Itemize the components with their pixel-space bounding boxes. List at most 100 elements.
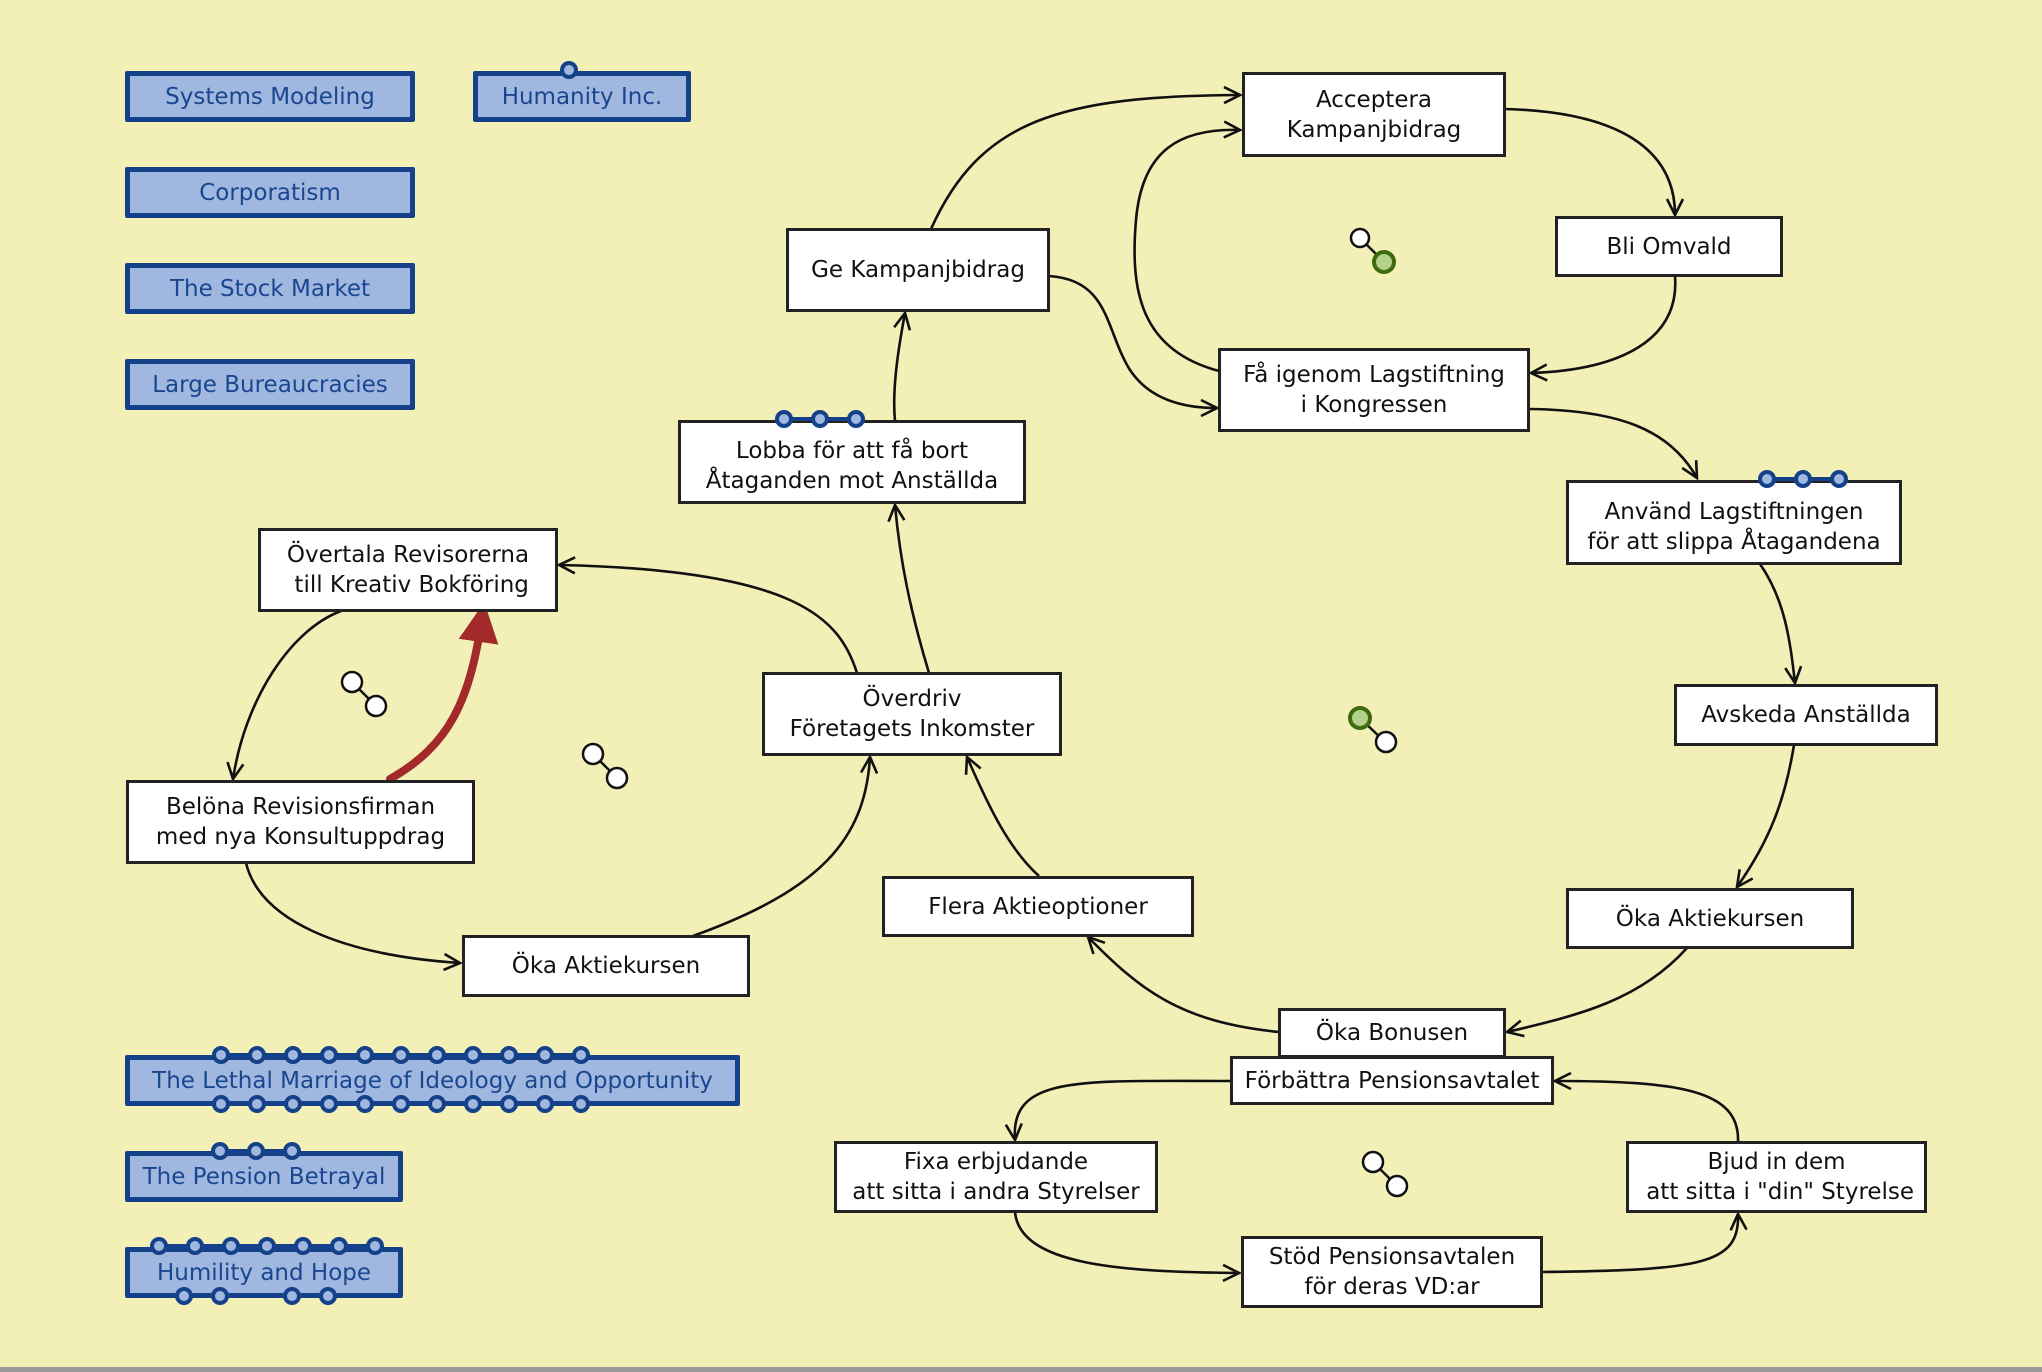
tag-humility-hope-top-dot [294,1237,312,1255]
tag-lethal-marriage-bottom-dot [500,1095,518,1113]
loop-marker-bottom[interactable] [1361,1150,1409,1198]
node-oka-aktiekursen-left[interactable]: Öka Aktiekursen [462,935,750,997]
node-lobba[interactable]: Lobba för att få bort Åtaganden mot Anst… [678,420,1026,504]
node-lobba-top-dot [811,410,829,428]
tag-stock-market[interactable]: The Stock Market [125,263,415,314]
link-bjud-to-forbattra[interactable] [1555,1081,1740,1143]
loop-marker-left-lower[interactable] [581,742,629,790]
node-acceptera-kampanjbidrag[interactable]: Acceptera Kampanjbidrag [1242,72,1506,157]
link-flera-to-overdriv[interactable] [967,757,1040,877]
node-fa-igenom-lagstiftning[interactable]: Få igenom Lagstiftning i Kongressen [1218,348,1530,432]
loop-marker-left-upper[interactable] [340,670,388,718]
tag-humility-hope-top-dot [186,1237,204,1255]
tag-pension-betrayal[interactable]: The Pension Betrayal [125,1151,403,1202]
tag-large-bureaucracies[interactable]: Large Bureaucracies [125,359,415,410]
node-belona-revisionsfirman[interactable]: Belöna Revisionsfirman med nya Konsultup… [126,780,475,864]
tag-lethal-marriage-bottom-dot [284,1095,302,1113]
link-bli-omvald-to-fa-igenom[interactable] [1531,275,1677,373]
node-label: Förbättra Pensionsavtalet [1244,1067,1540,1094]
node-label: Stöd Pensionsavtalen för deras VD:ar [1268,1244,1516,1300]
node-label: Acceptera Kampanjbidrag [1286,86,1462,143]
tag-humility-hope-bottom-b-dot [319,1287,337,1305]
tag-humility-hope-bottom-b-dot [283,1287,301,1305]
node-label: Bli Omvald [1606,233,1732,260]
tag-lethal-marriage-top-dot [536,1046,554,1064]
link-oka-aktie-left-to-overdriv[interactable] [692,757,870,938]
tag-lethal-marriage-top-dot [320,1046,338,1064]
link-oka-aktie-right-to-oka-bonusen[interactable] [1507,947,1688,1032]
link-fa-igenom-to-acceptera[interactable] [1133,130,1240,373]
tag-lethal-marriage-top-dot [428,1046,446,1064]
tag-systems-modeling[interactable]: Systems Modeling [125,71,415,122]
node-lobba-top-dot [847,410,865,428]
node-label: Ge Kampanjbidrag [811,257,1025,283]
link-lobba-to-ge-kampanj[interactable] [892,313,905,422]
tag-lethal-marriage-top-dot [356,1046,374,1064]
tag-humility-hope-top-dot [366,1237,384,1255]
link-ge-kampanj-to-acceptera[interactable] [929,95,1240,230]
node-label: Övertala Revisorerna till Kreativ Bokför… [286,542,530,598]
tag-lethal-marriage-top-dot [464,1046,482,1064]
tag-humility-hope-top-dot [150,1237,168,1255]
node-label: Öka Bonusen [1315,1020,1469,1046]
tag-lethal-marriage-bottom-dot [572,1095,590,1113]
node-anvand-top-dot [1830,470,1848,488]
tag-lethal-marriage-bottom-dot [248,1095,266,1113]
node-oka-bonusen[interactable]: Öka Bonusen [1278,1008,1506,1058]
node-oka-aktiekursen-right[interactable]: Öka Aktiekursen [1566,888,1854,949]
node-anvand-lagstiftningen[interactable]: Använd Lagstiftningen för att slippa Åta… [1566,480,1902,565]
node-label: Använd Lagstiftningen för att slippa Åta… [1587,498,1881,555]
tag-lethal-marriage-bottom-dot [464,1095,482,1113]
node-overdriv-inkomster[interactable]: Överdriv Företagets Inkomster [762,672,1062,756]
link-belona-to-oka-aktie-left[interactable] [244,862,460,963]
node-label: Bjud in dem att sitta i "din" Styrelse [1646,1149,1915,1205]
link-anvand-to-avskeda[interactable] [1758,563,1795,683]
tag-humanity-inc[interactable]: Humanity Inc. [473,71,691,122]
tag-lethal-marriage-top-dot [248,1046,266,1064]
tag-humility-hope-bottom-a-dot [175,1287,193,1305]
tag-humility-hope[interactable]: Humility and Hope [125,1247,403,1298]
link-oka-bonusen-to-flera[interactable] [1088,937,1280,1034]
link-avskeda-to-oka-aktie-right[interactable] [1737,744,1796,887]
link-belona-to-overtala-highlighted[interactable] [386,602,499,783]
tag-humility-hope-top-dot [330,1237,348,1255]
tag-humanity-inc-top-dot [560,61,578,79]
node-label: Lobba för att få bort Åtaganden mot Anst… [705,438,999,494]
tag-corporatism[interactable]: Corporatism [125,167,415,218]
loop-marker-right-center[interactable] [1348,706,1398,754]
node-label: Få igenom Lagstiftning i Kongressen [1243,362,1505,418]
tag-lethal-marriage-bottom-dot [320,1095,338,1113]
tag-humility-hope-bottom-a-connector [184,1294,220,1298]
node-fixa-erbjudande[interactable]: Fixa erbjudande att sitta i andra Styrel… [834,1141,1158,1213]
tag-humility-hope-bottom-b-connector [292,1294,328,1298]
tag-humility-hope-top-dot [222,1237,240,1255]
tag-lethal-marriage-bottom-dot [212,1095,230,1113]
node-overtala-revisorerna[interactable]: Övertala Revisorerna till Kreativ Bokför… [258,528,558,612]
link-overdriv-to-lobba[interactable] [895,505,931,674]
tag-lethal-marriage-bottom-dot [536,1095,554,1113]
link-acceptera-to-bli-omvald[interactable] [1504,107,1675,215]
tag-humility-hope-bottom-a-dot [211,1287,229,1305]
node-avskeda-anstallda[interactable]: Avskeda Anställda [1674,684,1938,746]
tag-lethal-marriage-top-dot [572,1046,590,1064]
tag-pension-betrayal-top-dot [211,1142,229,1160]
link-forbattra-to-fixa[interactable] [1015,1079,1231,1140]
node-stod-pensionsavtalen[interactable]: Stöd Pensionsavtalen för deras VD:ar [1241,1236,1543,1308]
node-bli-omvald[interactable]: Bli Omvald [1555,216,1783,277]
link-fa-igenom-to-anvand[interactable] [1528,407,1697,478]
node-ge-kampanjbidrag[interactable]: Ge Kampanjbidrag [786,228,1050,312]
link-overtala-to-belona[interactable] [233,609,342,779]
link-fixa-to-stod[interactable] [1013,1211,1239,1273]
tag-lethal-marriage-top-dot [500,1046,518,1064]
link-overdriv-to-overtala[interactable] [559,565,859,674]
node-flera-aktieoptioner[interactable]: Flera Aktieoptioner [882,876,1194,937]
tag-lethal-marriage-bottom-dot [428,1095,446,1113]
loop-marker-top-center[interactable] [1349,227,1396,274]
node-bjud-in-dem[interactable]: Bjud in dem att sitta i "din" Styrelse [1626,1141,1927,1213]
node-forbattra-pensionsavtalet[interactable]: Förbättra Pensionsavtalet [1230,1056,1554,1105]
link-stod-to-bjud[interactable] [1541,1214,1738,1274]
link-ge-kampanj-to-fa-igenom[interactable] [1048,274,1217,408]
tag-lethal-marriage-bottom-dot [392,1095,410,1113]
tag-lethal-marriage-top-dot [392,1046,410,1064]
